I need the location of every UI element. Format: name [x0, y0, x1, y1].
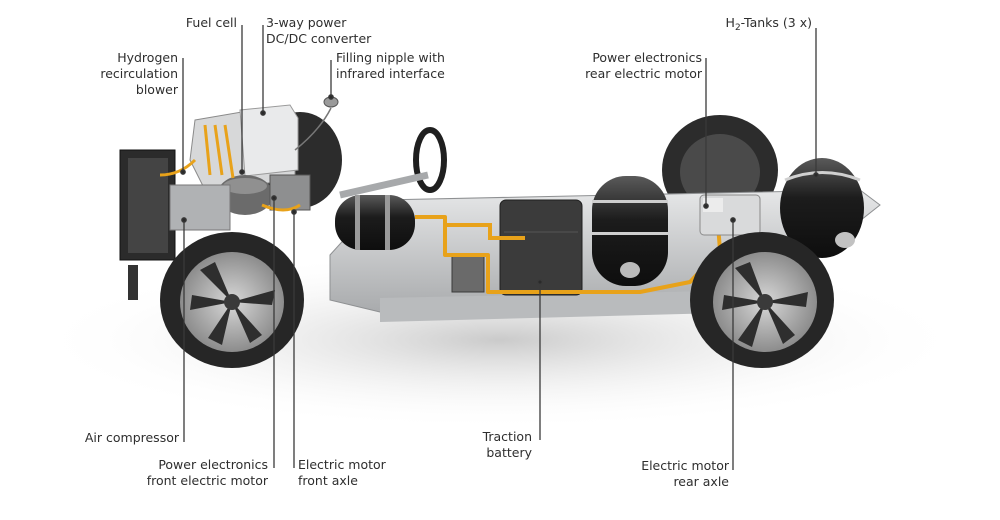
h2-prefix: H	[725, 15, 735, 30]
label-line: Filling nipple with	[336, 50, 445, 65]
h2-tank-front	[335, 195, 415, 250]
leader-filling-nipple	[328, 60, 334, 100]
label-line: H2-Tanks (3 x)	[725, 15, 812, 33]
leader-power-electronics-rear	[703, 58, 709, 209]
label-line: Power electronics	[158, 457, 268, 472]
label-line: Traction	[482, 429, 532, 444]
leader-traction-battery	[537, 279, 543, 440]
label-line: Air compressor	[84, 430, 179, 445]
label-filling-nipple: Filling nipple with infrared interface	[336, 50, 445, 82]
filling-nipple-shape	[294, 96, 339, 151]
hv-cable-branch	[445, 223, 525, 240]
label-line: rear axle	[673, 474, 729, 489]
label-line: Electric motor	[641, 458, 729, 473]
label-line: battery	[486, 445, 532, 460]
label-line: front electric motor	[146, 473, 268, 488]
label-air-compressor: Air compressor	[85, 430, 179, 446]
label-traction-battery: Traction battery	[483, 429, 532, 461]
leader-fuel-cell	[239, 25, 245, 175]
label-line: rear electric motor	[585, 66, 702, 81]
label-h2-tanks: H2-Tanks (3 x)	[725, 15, 812, 33]
leader-dcdc-converter	[260, 25, 266, 116]
leader-power-electronics-front	[271, 195, 277, 468]
label-line: blower	[135, 82, 178, 97]
h2-suffix: -Tanks (3 x)	[740, 15, 812, 30]
rear-electric-motor-shape	[699, 194, 761, 236]
label-line: Electric motor	[298, 457, 386, 472]
leader-electric-motor-front	[291, 209, 297, 468]
label-electric-motor-rear: Electric motor rear axle	[641, 458, 729, 490]
label-line: Fuel cell	[185, 15, 237, 30]
leader-h2-tanks	[813, 28, 819, 178]
traction-battery-shape	[499, 199, 583, 296]
label-hydrogen-blower: Hydrogen recirculation blower	[100, 50, 178, 98]
label-line: infrared interface	[336, 66, 445, 81]
h2-tank-middle	[592, 176, 668, 286]
rear-near-wheel	[690, 232, 834, 368]
label-line: Hydrogen	[117, 50, 178, 65]
front-near-wheel	[160, 232, 304, 368]
leader-air-compressor	[181, 217, 187, 442]
label-dcdc-converter: 3-way power DC/DC converter	[266, 15, 371, 47]
label-electric-motor-front: Electric motor front axle	[298, 457, 386, 489]
h2-subscript: 2	[734, 23, 741, 33]
label-power-electronics-rear: Power electronics rear electric motor	[585, 50, 702, 82]
label-line: Power electronics	[592, 50, 702, 65]
label-line: 3-way power	[266, 15, 347, 30]
label-line: recirculation	[100, 66, 178, 81]
h2-tank-rear	[780, 158, 864, 258]
label-fuel-cell: Fuel cell	[186, 15, 237, 31]
label-power-electronics-front: Power electronics front electric motor	[147, 457, 268, 489]
leader-hydrogen-blower	[180, 58, 186, 175]
steering-wheel	[339, 127, 447, 199]
label-line: front axle	[298, 473, 358, 488]
leader-electric-motor-rear	[730, 217, 736, 470]
junction-box	[451, 255, 485, 293]
label-line: DC/DC converter	[266, 31, 372, 46]
